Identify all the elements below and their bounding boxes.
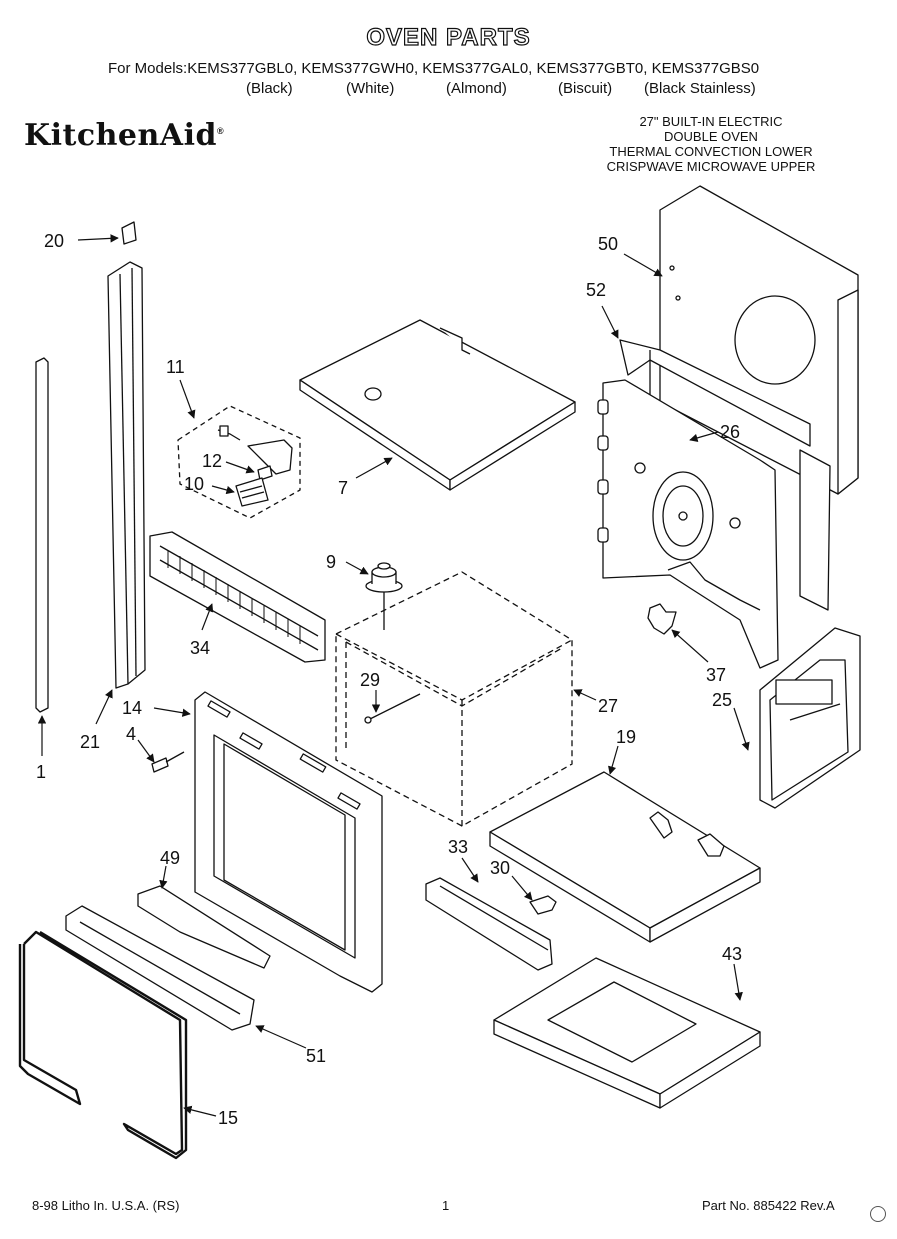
arrow-43 <box>733 963 743 1001</box>
callout-11: 11 <box>166 357 185 377</box>
callout-49: 49 <box>160 848 180 868</box>
arrow-25 <box>733 707 750 751</box>
part-33-rail <box>425 877 553 971</box>
arrow-37 <box>671 629 709 663</box>
callout-10: 10 <box>184 474 204 494</box>
part-9-thermostat <box>365 562 403 630</box>
part-25-side-panel <box>759 627 861 809</box>
arrow-12 <box>225 461 255 474</box>
callout-50: 50 <box>598 234 618 254</box>
callout-7: 7 <box>338 478 348 498</box>
callout-4: 4 <box>126 724 136 744</box>
part-30-bracket <box>529 895 557 915</box>
brand-logo: KitchenAid® <box>24 118 225 153</box>
color-white: (White) <box>346 80 395 97</box>
arrow-49 <box>159 865 168 889</box>
part-4-screw <box>151 751 185 773</box>
callout-12: 12 <box>202 451 222 471</box>
arrow-7 <box>355 457 393 479</box>
footer-part-number: Part No. 885422 Rev.A <box>702 1198 835 1213</box>
callout-52: 52 <box>586 280 606 300</box>
callout-14: 14 <box>122 698 142 718</box>
arrow-30 <box>511 875 533 901</box>
part-21-vertical-trim <box>107 261 146 689</box>
arrow-26 <box>689 431 719 442</box>
callout-26: 26 <box>720 422 740 442</box>
part-52-insulation <box>619 339 811 447</box>
arrow-20 <box>77 234 119 243</box>
part-37-bracket <box>647 603 677 635</box>
arrow-21 <box>95 689 113 725</box>
callout-9: 9 <box>326 552 336 572</box>
part-43-bottom-pan <box>493 957 761 1109</box>
footer-page-number: 1 <box>442 1198 450 1213</box>
arrow-51 <box>255 1025 307 1049</box>
part-51-vent-trim <box>65 905 255 1031</box>
models-line: For Models:KEMS377GBL0, KEMS377GWH0, KEM… <box>108 60 760 77</box>
arrow-15 <box>183 1105 217 1117</box>
arrow-50 <box>623 253 663 277</box>
part-14-front-frame <box>194 691 383 993</box>
callout-33: 33 <box>448 837 468 857</box>
part-19-tray <box>489 771 761 943</box>
color-biscuit: (Biscuit) <box>558 80 613 97</box>
callout-37: 37 <box>706 665 726 685</box>
callout-30: 30 <box>490 858 510 878</box>
part-26-rear-wall <box>597 379 831 669</box>
callout-25: 25 <box>712 690 732 710</box>
callout-20: 20 <box>44 231 64 251</box>
color-black-stainless: (Black Stainless) <box>644 80 756 97</box>
registration-mark-icon <box>870 1206 886 1222</box>
part-29-sensor <box>364 693 421 724</box>
callout-1: 1 <box>36 762 46 782</box>
callout-34: 34 <box>190 638 210 658</box>
arrow-14 <box>153 707 191 717</box>
arrow-19 <box>608 745 619 775</box>
color-almond: (Almond) <box>446 80 507 97</box>
product-description: 27" BUILT-IN ELECTRIC DOUBLE OVEN THERMA… <box>606 114 816 174</box>
arrow-33 <box>461 857 479 883</box>
arrow-34 <box>201 603 214 631</box>
color-black: (Black) <box>246 80 293 97</box>
page-title: OVEN PARTS <box>366 23 531 51</box>
callout-29: 29 <box>360 670 380 690</box>
arrow-11 <box>179 379 196 419</box>
arrow-52 <box>601 305 619 339</box>
part-1-strip <box>35 357 49 713</box>
part-34-control-panel <box>149 531 326 663</box>
callout-21: 21 <box>80 732 100 752</box>
part-11-assembly <box>177 405 301 519</box>
callout-27: 27 <box>598 696 618 716</box>
part-7-top-plate <box>299 319 576 491</box>
footer-litho: 8-98 Litho In. U.S.A. (RS) <box>32 1198 180 1213</box>
callout-51: 51 <box>306 1046 326 1066</box>
arrow-9 <box>345 561 369 575</box>
arrow-27 <box>573 689 597 701</box>
callout-43: 43 <box>722 944 742 964</box>
callout-15: 15 <box>218 1108 238 1128</box>
callout-19: 19 <box>616 727 636 747</box>
part-27-oven-cavity <box>335 571 573 827</box>
part-50-back-panel <box>659 185 859 495</box>
arrow-4 <box>137 739 155 763</box>
part-20-clip <box>121 221 137 245</box>
arrow-10 <box>211 485 235 495</box>
